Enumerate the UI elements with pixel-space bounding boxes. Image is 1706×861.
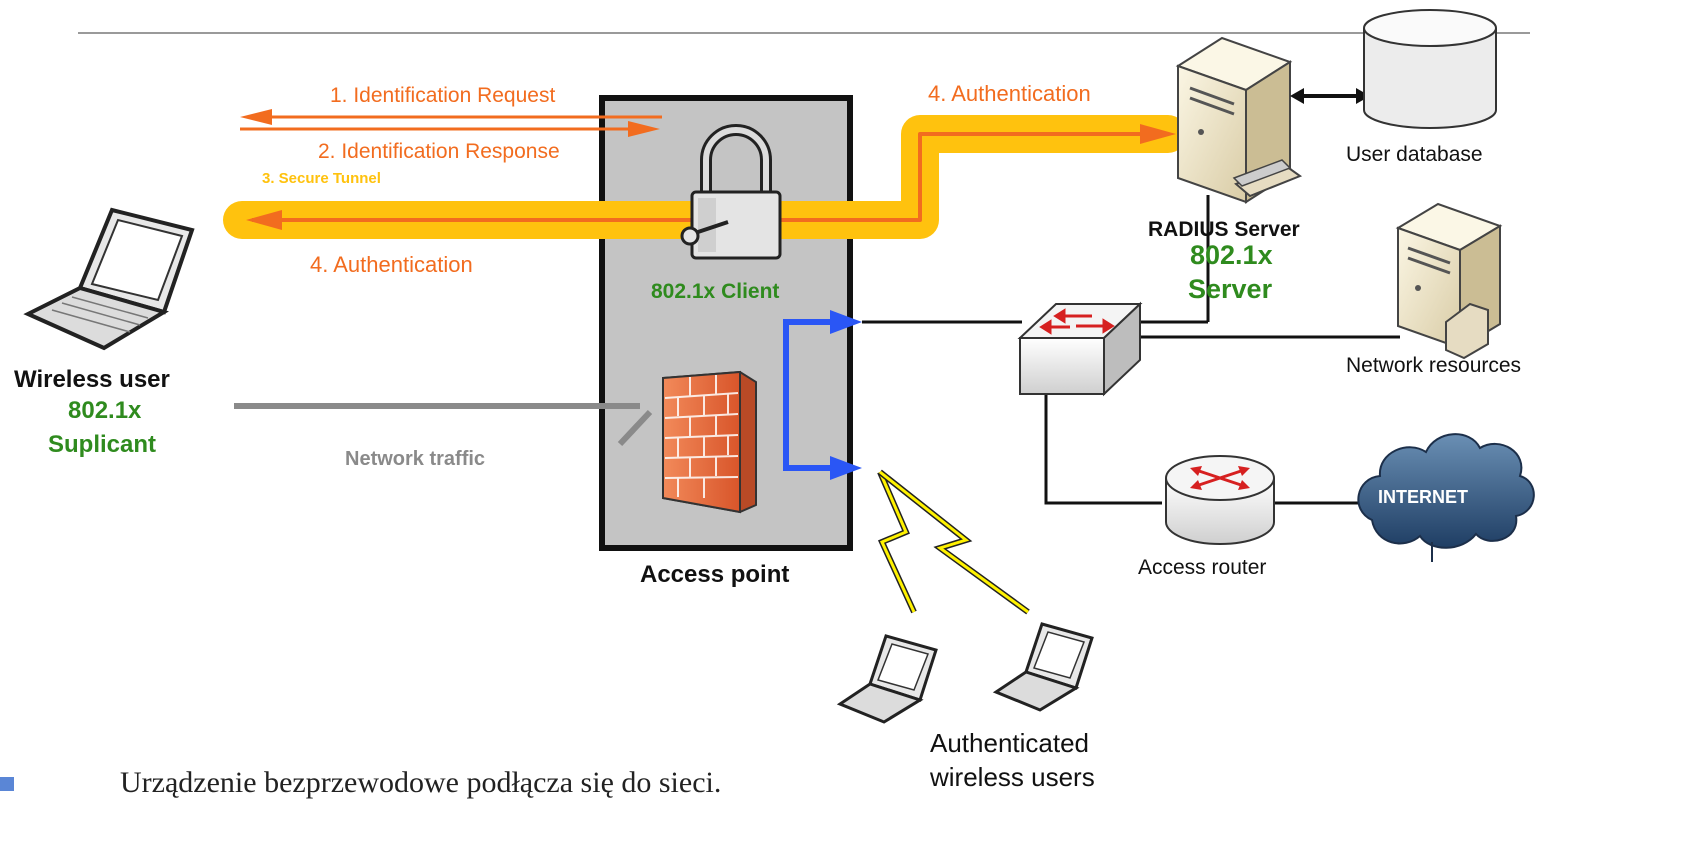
network-traffic-label: Network traffic — [345, 448, 485, 470]
firewall-icon — [662, 370, 757, 514]
network-resources-label: Network resources — [1346, 354, 1521, 377]
access-point-title: Access point — [640, 561, 789, 588]
blue-forward-arrows — [783, 310, 862, 480]
switch-icon — [1017, 301, 1143, 397]
lightning-bolts — [877, 469, 1030, 615]
user-database-label: User database — [1346, 143, 1483, 166]
authentication-right-label: 4. Authentication — [928, 81, 1091, 106]
bullet-square — [0, 777, 14, 791]
identification-response-arrow — [240, 121, 660, 137]
radius-database-link — [1290, 88, 1370, 104]
user-database-icon — [1363, 9, 1497, 129]
authenticated-users-line-2: wireless users — [929, 762, 1095, 792]
authentication-path — [252, 132, 1168, 222]
access-router-icon — [1165, 455, 1275, 545]
padlock-icon — [680, 124, 782, 260]
access-router-label: Access router — [1138, 556, 1266, 579]
wireless-user-subtitle-1: 802.1x — [68, 397, 142, 424]
identification-request-arrow — [240, 109, 662, 125]
wireless-user-title: Wireless user — [14, 366, 170, 393]
radius-server-subtitle-2: Server — [1188, 274, 1273, 304]
authenticated-users-line-1: Authenticated — [930, 728, 1089, 758]
wireless-user-laptop-icon — [23, 207, 195, 351]
internet-cloud-icon — [1357, 433, 1535, 562]
authenticated-laptop-icon — [836, 634, 938, 724]
internet-label: INTERNET — [1378, 487, 1468, 507]
network-cables — [862, 195, 1400, 505]
radius-server-title: RADIUS Server — [1148, 218, 1300, 241]
authentication-left-label: 4. Authentication — [310, 252, 473, 277]
authenticated-laptop-icon — [992, 622, 1094, 712]
network-traffic-arrow — [234, 403, 653, 447]
radius-server-icon — [1175, 36, 1303, 204]
identification-request-label: 1. Identification Request — [330, 84, 555, 107]
wireless-user-subtitle-2: Suplicant — [48, 431, 156, 458]
radius-server-subtitle-1: 802.1x — [1190, 240, 1273, 270]
bullet-text: Urządzenie bezprzewodowe podłącza się do… — [120, 766, 721, 799]
client-label: 802.1x Client — [651, 280, 779, 303]
auth-arrowhead-right — [1140, 124, 1176, 144]
auth-arrowhead-left — [246, 210, 282, 230]
network-resources-server-icon — [1395, 202, 1503, 360]
secure-tunnel-label: 3. Secure Tunnel — [262, 170, 381, 187]
identification-response-label: 2. Identification Response — [318, 140, 560, 163]
